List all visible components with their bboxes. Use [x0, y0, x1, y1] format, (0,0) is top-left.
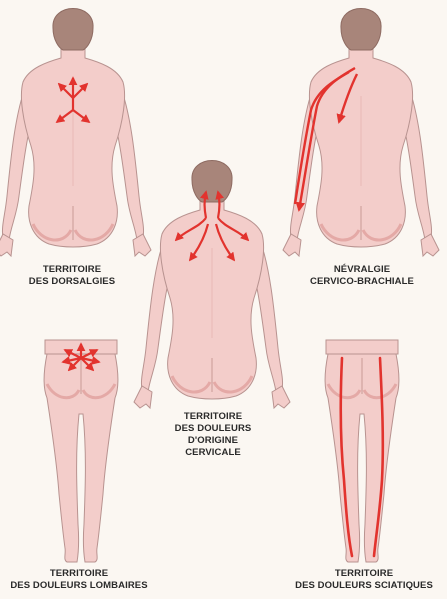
caption-cervicale: TERRITOIRE DES DOULEURS D'ORIGINE CERVIC…	[168, 411, 258, 459]
figure-sciatiques	[325, 340, 399, 562]
caption-cervico-brachiale: NÉVRALGIE CERVICO-BRACHIALE	[303, 264, 421, 288]
caption-sciatiques: TERRITOIRE DES DOULEURS SCIATIQUES	[285, 568, 443, 592]
figure-lombaires	[44, 340, 118, 562]
figure-cervicale	[134, 161, 290, 409]
caption-lombaires: TERRITOIRE DES DOULEURS LOMBAIRES	[4, 568, 154, 592]
caption-dorsalgies: TERRITOIRE DES DORSALGIES	[17, 264, 127, 288]
figure-cervico-brachiale	[283, 9, 439, 257]
figure-dorsalgies	[0, 9, 151, 257]
